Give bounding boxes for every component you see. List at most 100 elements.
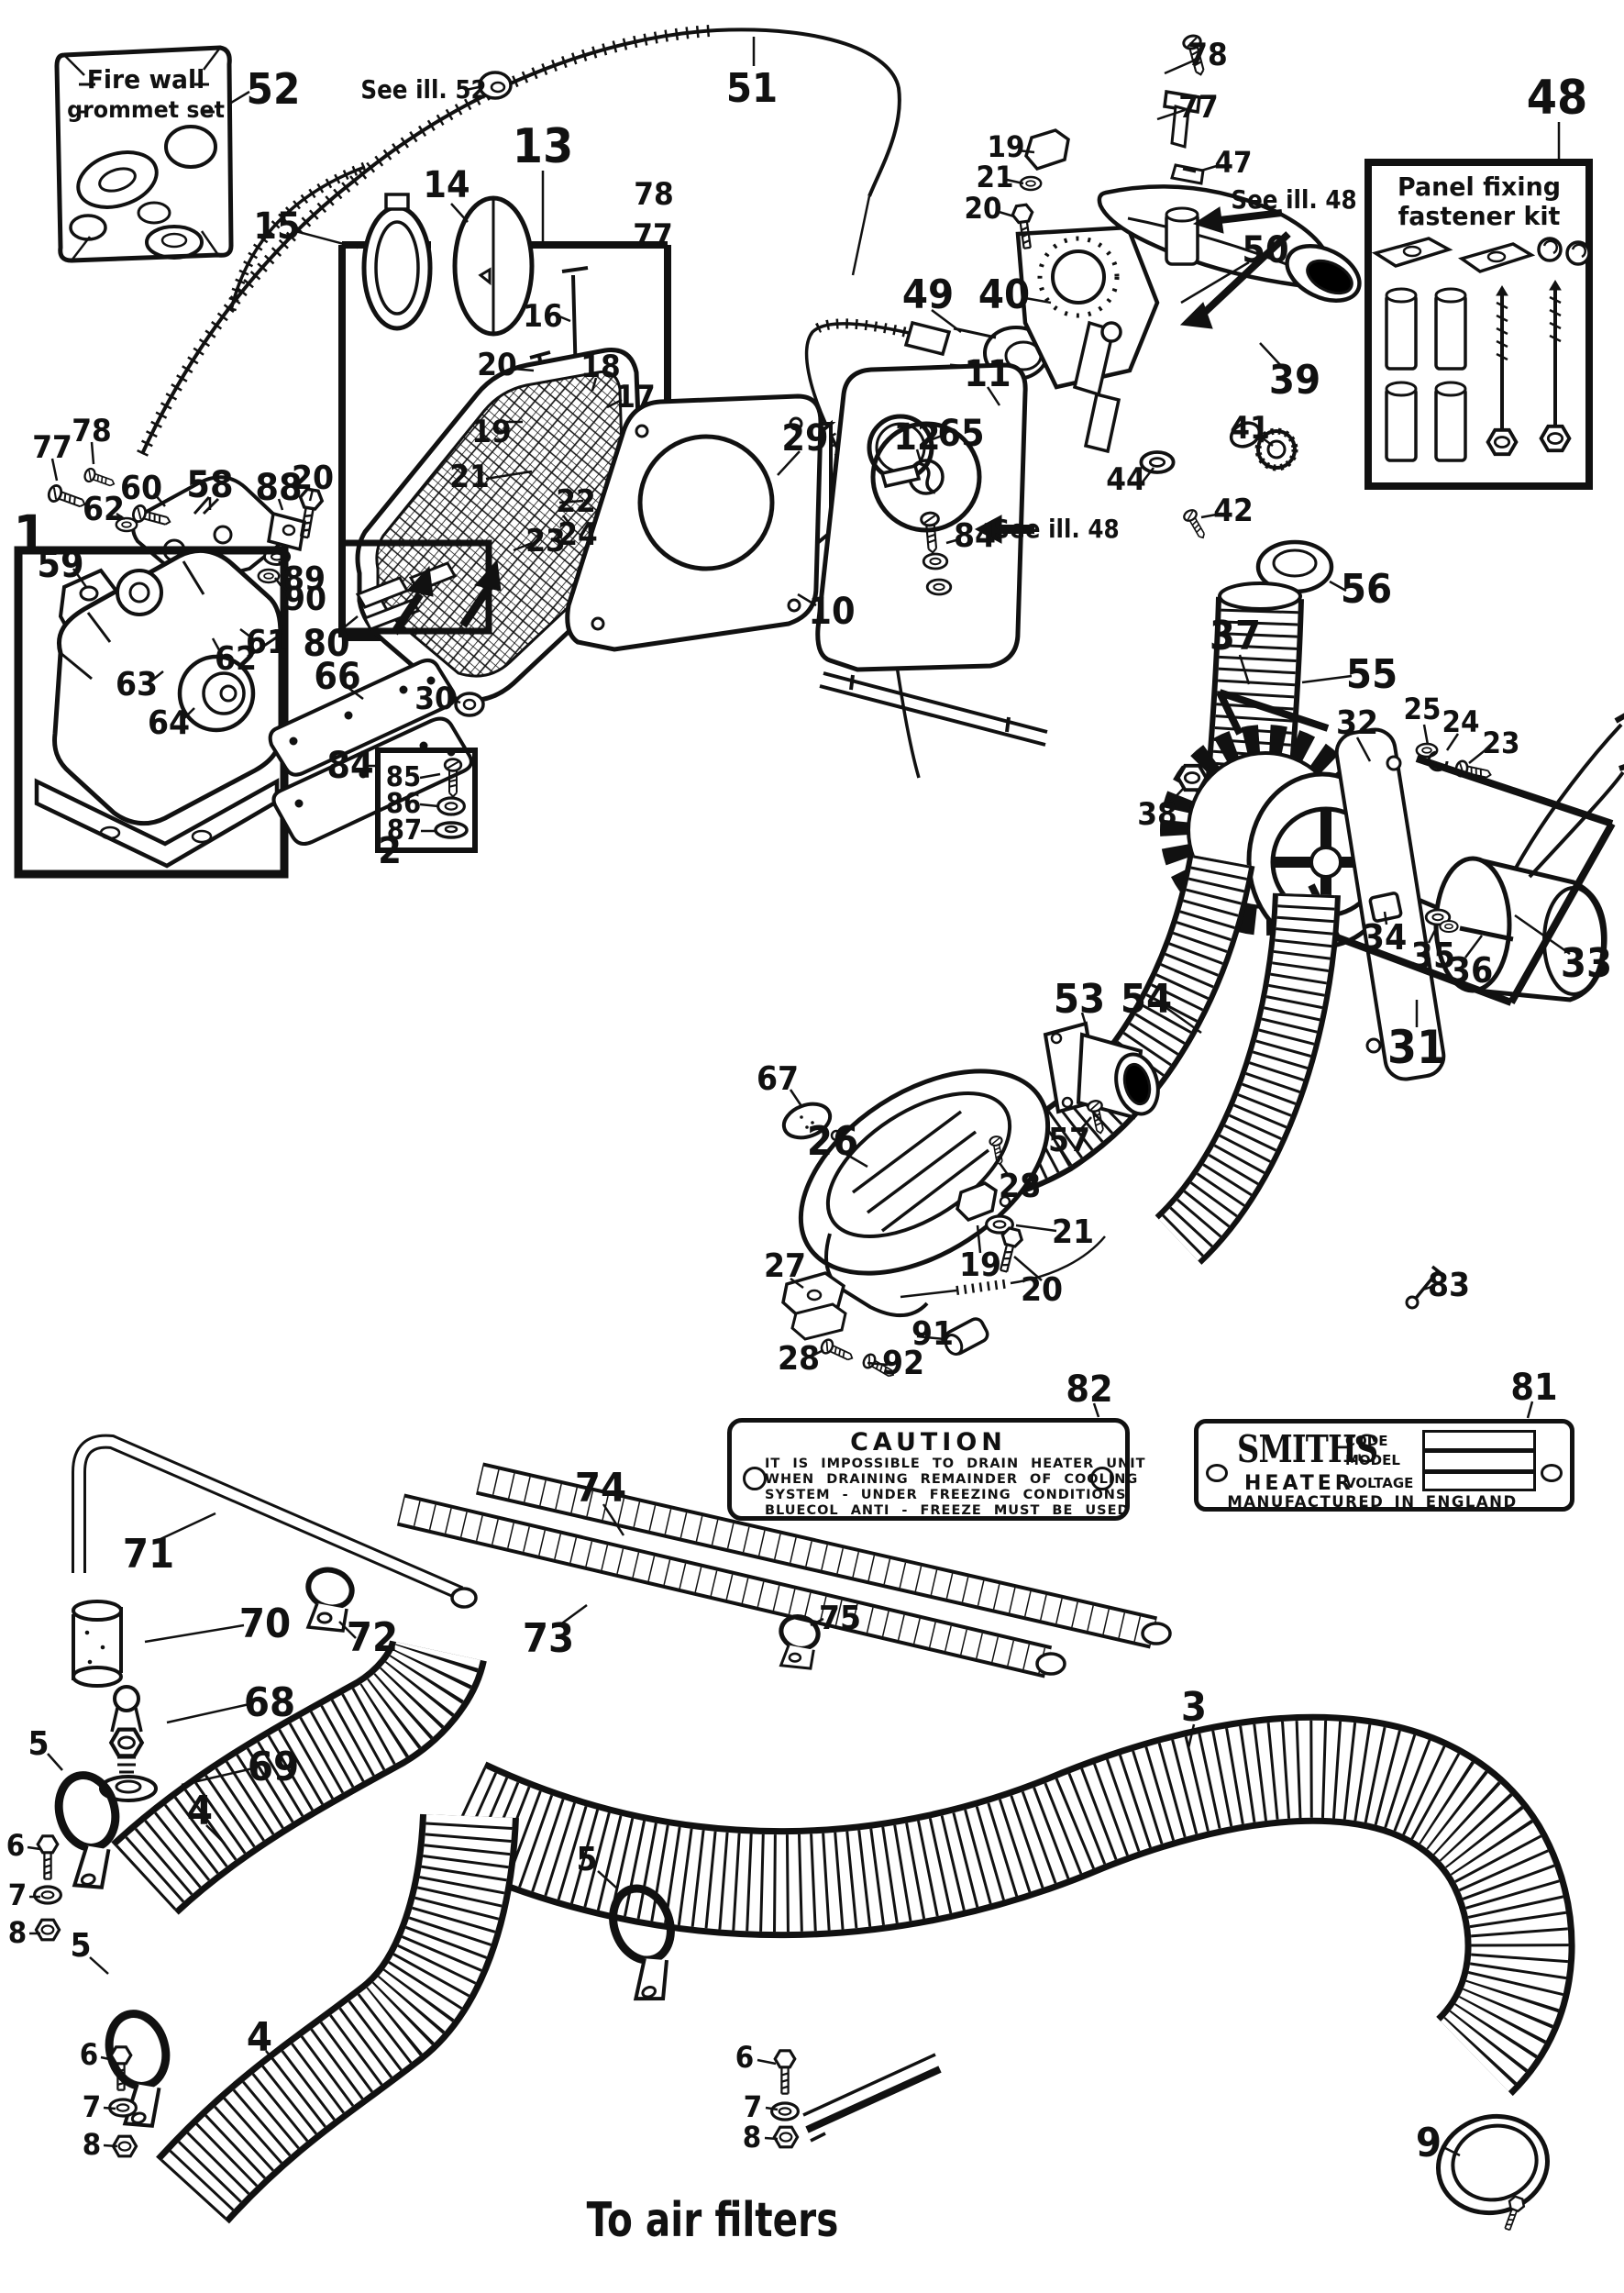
part-label-33: 33 bbox=[1560, 940, 1613, 987]
part-label-54: 54 bbox=[1120, 976, 1173, 1023]
box-31 bbox=[1216, 689, 1616, 1006]
kit-48-line1: Panel fixing bbox=[1398, 172, 1561, 202]
caution-title: CAUTION bbox=[850, 1428, 1007, 1457]
part-label-38: 38 bbox=[1137, 796, 1177, 833]
part-label-92: 92 bbox=[881, 1345, 925, 1382]
fitting-68 bbox=[111, 1685, 142, 1774]
caution-line-3: SYSTEM - UNDER FREEZING CONDITIONS bbox=[765, 1488, 1127, 1502]
hose-4b bbox=[156, 1813, 519, 2224]
hose-4a bbox=[111, 1637, 487, 1915]
grommet-56 bbox=[1255, 539, 1334, 594]
part-label-27: 27 bbox=[763, 1247, 807, 1285]
part-label-91: 91 bbox=[911, 1315, 955, 1353]
caution-line-2: WHEN DRAINING REMAINDER OF COOLING bbox=[765, 1472, 1139, 1487]
kit-48-title: Panel fixing fastener kit bbox=[1375, 172, 1584, 231]
hose-54b bbox=[1154, 892, 1341, 1265]
see-ill-note: See ill. 48 bbox=[1231, 184, 1357, 215]
part-label-6: 6 bbox=[6, 1828, 26, 1863]
leader-lines bbox=[27, 37, 1571, 2157]
part-label-22: 22 bbox=[556, 483, 596, 520]
cable-51 bbox=[137, 24, 901, 457]
smiths-blank-box-1 bbox=[1422, 1430, 1536, 1451]
part-label-50: 50 bbox=[1242, 229, 1289, 271]
smiths-hole-right bbox=[1541, 1464, 1563, 1482]
part-label-71: 71 bbox=[122, 1531, 175, 1578]
kit-48-contents bbox=[1371, 237, 1591, 462]
part-label-19: 19 bbox=[471, 414, 512, 450]
hose-3 bbox=[439, 1713, 1575, 2097]
part-label-72: 72 bbox=[346, 1614, 399, 1661]
part-label-90: 90 bbox=[283, 581, 327, 618]
part-label-23: 23 bbox=[525, 523, 566, 559]
part-label-69: 69 bbox=[247, 1744, 300, 1790]
part-label-19: 19 bbox=[958, 1246, 1002, 1284]
caution-hole-left bbox=[743, 1467, 767, 1490]
part-label-14: 14 bbox=[423, 164, 470, 206]
clip-hardware bbox=[33, 1834, 942, 2158]
part-label-83: 83 bbox=[1427, 1267, 1471, 1304]
part-label-89: 89 bbox=[282, 560, 326, 598]
smiths-field-code: CODE bbox=[1345, 1433, 1388, 1449]
part-label-86: 86 bbox=[385, 788, 422, 820]
part-label-8: 8 bbox=[82, 2127, 102, 2162]
bag-52-line1: Fire wall bbox=[86, 64, 205, 94]
part-label-63: 63 bbox=[115, 666, 159, 703]
kit-48-line2: fastener kit bbox=[1398, 201, 1561, 232]
caution-plate: CAUTION IT IS IMPOSSIBLE TO DRAIN HEATER… bbox=[727, 1418, 1144, 1521]
see-ill-48-arrows bbox=[974, 206, 1291, 544]
part-label-20: 20 bbox=[291, 460, 335, 497]
part-label-34: 34 bbox=[1362, 917, 1408, 958]
part-label-8: 8 bbox=[7, 1915, 28, 1950]
part-label-13: 13 bbox=[512, 119, 574, 174]
smiths-field-model: MODEL bbox=[1345, 1452, 1400, 1468]
part-label-52: 52 bbox=[246, 64, 301, 114]
conduit-in-box-13 bbox=[226, 161, 367, 312]
part-label-12: 12 bbox=[893, 416, 941, 459]
part-label-35: 35 bbox=[1410, 936, 1456, 976]
smiths-field-voltage: VOLTAGE bbox=[1345, 1475, 1414, 1491]
part-label-82: 82 bbox=[1066, 1368, 1113, 1411]
part-label-49: 49 bbox=[901, 271, 955, 318]
box-48 bbox=[1364, 159, 1593, 490]
footer-caption: To air filters bbox=[586, 2193, 839, 2248]
part-label-53: 53 bbox=[1053, 976, 1106, 1023]
part-label-77: 77 bbox=[1178, 89, 1219, 126]
panel-10 bbox=[565, 393, 823, 652]
part-label-11: 11 bbox=[964, 353, 1011, 395]
part-label-1: 1 bbox=[13, 504, 48, 566]
part-label-62: 62 bbox=[82, 491, 126, 528]
part-label-70: 70 bbox=[238, 1601, 292, 1647]
part-label-31: 31 bbox=[1386, 1021, 1447, 1074]
part-label-2: 2 bbox=[378, 830, 402, 872]
part-label-7: 7 bbox=[743, 2089, 763, 2124]
part-label-88: 88 bbox=[255, 467, 303, 509]
part-label-67: 67 bbox=[756, 1060, 800, 1098]
caution-hole-right bbox=[1090, 1467, 1114, 1490]
tube-70 bbox=[72, 1600, 123, 1688]
part-label-23: 23 bbox=[1482, 726, 1520, 760]
part-label-5: 5 bbox=[28, 1725, 50, 1763]
see-ill-note: See ill. 48 bbox=[993, 514, 1120, 544]
heater-unit-1 bbox=[34, 548, 283, 869]
part-label-84: 84 bbox=[953, 517, 997, 555]
see-ill-note: See ill. 52 bbox=[360, 74, 487, 105]
part-label-10: 10 bbox=[808, 591, 856, 633]
part-label-4: 4 bbox=[246, 2014, 273, 2061]
part-label-24: 24 bbox=[558, 516, 598, 553]
part-label-30: 30 bbox=[414, 681, 455, 717]
washer-69 bbox=[99, 1775, 158, 1802]
box-1 bbox=[14, 546, 289, 879]
part-label-5: 5 bbox=[576, 1841, 598, 1878]
part-label-47: 47 bbox=[1214, 145, 1253, 180]
part-label-64: 64 bbox=[147, 704, 191, 742]
part-label-66: 66 bbox=[314, 656, 361, 698]
grommet-bag-52 bbox=[54, 45, 234, 263]
gasket-66 bbox=[268, 659, 457, 777]
part-label-59: 59 bbox=[37, 544, 84, 586]
part-label-6: 6 bbox=[79, 2037, 99, 2072]
part-label-60: 60 bbox=[119, 470, 163, 507]
part-label-85: 85 bbox=[385, 761, 422, 793]
part-label-6: 6 bbox=[735, 2040, 755, 2075]
